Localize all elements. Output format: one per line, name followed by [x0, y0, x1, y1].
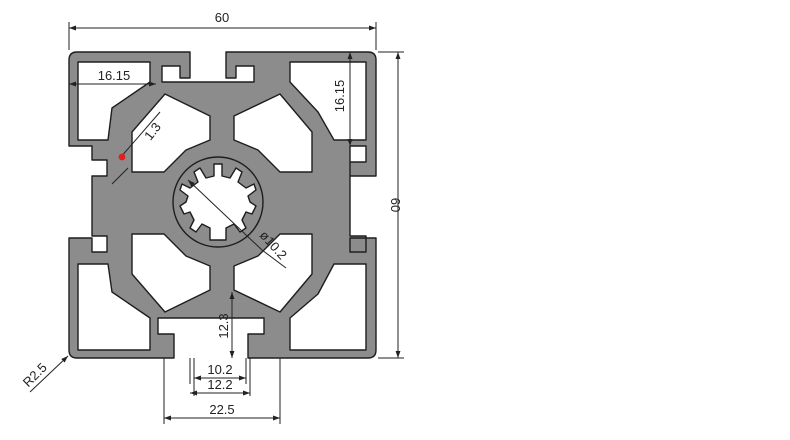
label-slot-offset-horizontal: 16.15	[98, 68, 131, 83]
label-slot-depth: 12.3	[216, 313, 231, 338]
cavity-top-right	[289, 61, 367, 141]
label-slot-opening: 10.2	[207, 362, 232, 377]
center-bore	[179, 163, 257, 241]
cavity-inner-top	[131, 93, 211, 173]
cavity-inner-right	[233, 93, 313, 173]
profile-cross-section	[68, 51, 377, 359]
label-overall-height: 60	[388, 198, 403, 212]
label-corner-radius: R2.5	[20, 360, 50, 390]
cavity-inner-bottom	[233, 233, 313, 313]
cavity-bottom-left	[77, 263, 151, 351]
marker-dot	[118, 153, 126, 161]
label-slot-neck: 12.2	[207, 377, 232, 392]
label-overall-width: 60	[215, 10, 229, 25]
label-slot-inner-width: 22.5	[209, 402, 234, 417]
cavity-top-left	[77, 61, 151, 141]
cavity-bottom-right	[289, 263, 367, 351]
cavity-inner-left	[131, 233, 211, 313]
label-slot-offset-vertical: 16.15	[332, 80, 347, 113]
dimension-lines	[29, 22, 404, 424]
